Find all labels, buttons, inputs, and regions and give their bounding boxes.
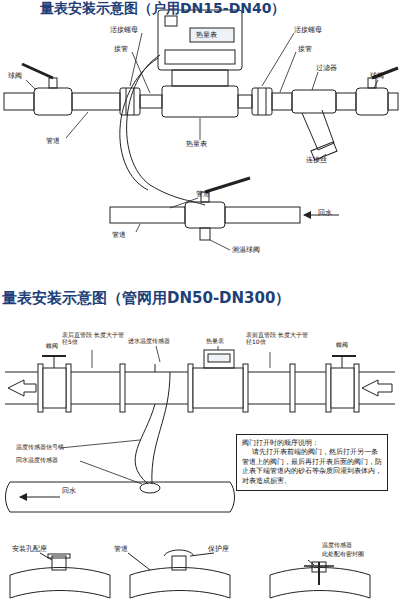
sensor-valve-assembly <box>110 178 339 240</box>
part-label: 进水温度传感器 <box>128 338 170 345</box>
part-label: 此处配有密封圈 <box>322 551 364 558</box>
part-label: 活接螺母 <box>110 26 138 34</box>
part-label: 保护座 <box>208 546 229 553</box>
note-body: 请先打开表前端的阀门，然后打开另一条管道上的阀门，最后再打开表后面的阀门，防止表… <box>242 448 382 486</box>
part-label: 管道 <box>196 190 210 198</box>
part-label: 测温球阀 <box>232 246 260 254</box>
butterfly-valve <box>42 356 356 408</box>
heat-meter <box>158 10 242 117</box>
part-label: 热量表 <box>196 31 217 39</box>
part-label: 回水 <box>62 487 76 495</box>
section-title: 量表安装示意图（管网用DN50-DN300） <box>2 290 290 307</box>
part-label: 管道 <box>46 137 60 145</box>
part-label: 温度传感器信号线 <box>16 444 64 451</box>
note-heading: 阀门打开时的顺序说明： <box>242 439 382 448</box>
sensor-cable <box>120 55 205 205</box>
part-label: 接管 <box>298 45 312 53</box>
part-label: 连接丝 <box>306 156 327 164</box>
part-label: 过滤器 <box>316 64 337 72</box>
part-label: 温度传感器 <box>322 542 352 549</box>
pipe-line <box>4 93 398 110</box>
part-label: 回水 <box>318 209 332 217</box>
section-title: 量表安装示意图（户用DN15-DN40） <box>40 0 285 16</box>
part-label: 热量表 <box>206 338 224 345</box>
part-label: 表后直管段 长度大于管径5倍 <box>62 332 124 346</box>
part-label: 热量表 <box>186 140 207 148</box>
y-strainer <box>292 90 337 160</box>
flange <box>38 364 359 412</box>
note-box: 阀门打开时的顺序说明：请先打开表前端的阀门，然后打开另一条管道上的阀门，最后再打… <box>236 434 388 491</box>
sensor-wire <box>135 364 170 493</box>
part-label: 管道 <box>112 231 126 239</box>
return-pipe <box>6 482 235 512</box>
part-label: 活接螺母 <box>294 26 322 34</box>
part-label: 蝶阀 <box>336 342 348 349</box>
part-label: 回水温度传感器 <box>16 457 58 464</box>
part-label: 安装孔配座 <box>12 546 47 553</box>
part-label: 球阀 <box>370 72 384 80</box>
leader-line <box>26 33 378 250</box>
union-nut <box>120 88 272 115</box>
part-label: 蝶阀 <box>46 343 58 350</box>
part-label: 接管 <box>114 45 128 53</box>
ball-valve <box>22 64 398 115</box>
part-label: 球阀 <box>8 72 22 80</box>
network-heat-meter <box>193 350 243 408</box>
part-label: 表前直管段 长度大于管径10倍 <box>246 332 308 346</box>
part-label: 管道 <box>114 546 128 553</box>
pipe-section <box>10 550 370 598</box>
